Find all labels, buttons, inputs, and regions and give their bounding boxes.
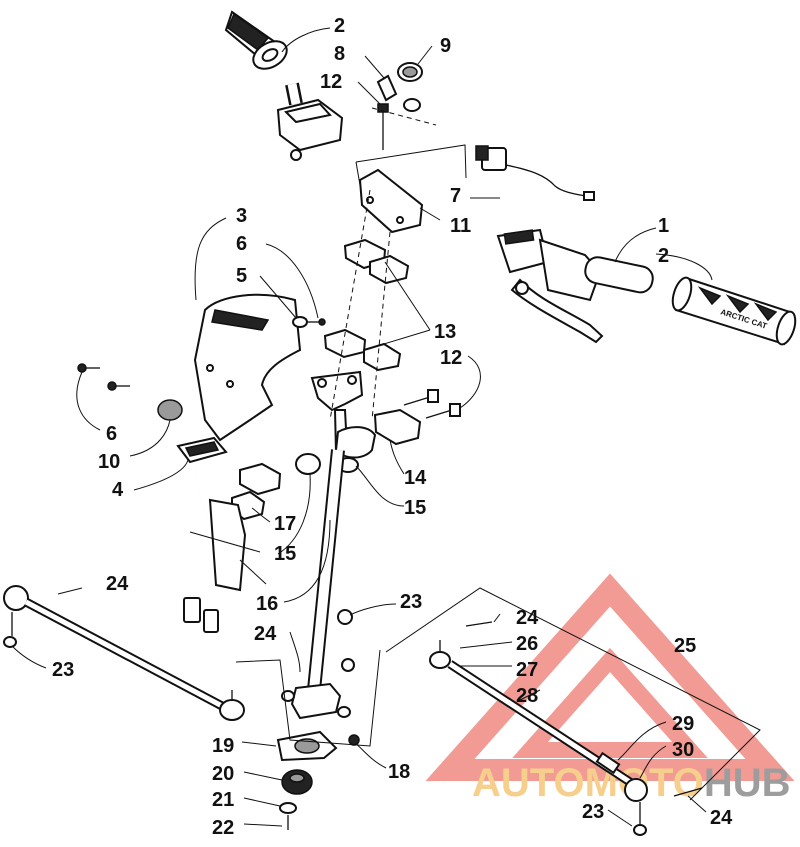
mount-bracket bbox=[358, 168, 424, 234]
upper-clamp-blocks bbox=[323, 238, 410, 372]
callout-21: 21 bbox=[212, 789, 234, 811]
handlebar-cover bbox=[193, 293, 302, 442]
callout-14: 14 bbox=[404, 467, 427, 489]
cover-screw bbox=[292, 316, 326, 328]
end-cap bbox=[397, 62, 423, 112]
callout-10: 10 bbox=[98, 451, 120, 473]
watermark-triangle-inner bbox=[512, 647, 708, 758]
left-tie-rod bbox=[3, 585, 245, 721]
callout-29: 29 bbox=[672, 713, 694, 735]
callout-12-top: 12 bbox=[320, 71, 342, 93]
callout-9: 9 bbox=[440, 35, 451, 57]
steering-clamp bbox=[334, 408, 422, 459]
callout-16: 16 bbox=[256, 593, 278, 615]
callout-24-right-bottom: 24 bbox=[710, 807, 733, 829]
callout-3: 3 bbox=[236, 205, 247, 227]
callout-15-left: 15 bbox=[274, 543, 296, 565]
callout-6-left: 6 bbox=[106, 423, 117, 445]
watermark-text-automoto: AUTOMOTOHUB bbox=[472, 761, 791, 805]
callout-24-right-top: 24 bbox=[516, 607, 539, 629]
callout-23-left: 23 bbox=[52, 659, 74, 681]
callout-20: 20 bbox=[212, 763, 234, 785]
callout-25: 25 bbox=[674, 635, 696, 657]
callout-13: 13 bbox=[434, 321, 456, 343]
callout-2-right: 2 bbox=[658, 245, 669, 267]
callout-19: 19 bbox=[212, 735, 234, 757]
callout-24-left: 24 bbox=[106, 573, 129, 595]
callout-6-upper: 6 bbox=[236, 233, 247, 255]
callout-7: 7 bbox=[450, 185, 461, 207]
right-grip: ARCTIC CAT bbox=[671, 276, 797, 346]
watermark-part1: AUTOMOTO bbox=[472, 761, 704, 805]
leader-lines bbox=[189, 107, 761, 801]
watermark-part2: HUB bbox=[704, 761, 791, 805]
callout-30: 30 bbox=[672, 739, 694, 761]
callout-1: 1 bbox=[658, 215, 669, 237]
steering-post bbox=[307, 449, 345, 691]
callout-5: 5 bbox=[236, 265, 247, 287]
callout-2-top: 2 bbox=[334, 15, 345, 37]
right-tie-rod bbox=[429, 621, 703, 836]
callout-26: 26 bbox=[516, 633, 538, 655]
callout-15-right: 15 bbox=[404, 497, 426, 519]
steering-arm bbox=[276, 609, 360, 830]
decal bbox=[157, 399, 183, 421]
top-bolts bbox=[376, 74, 398, 150]
callout-4: 4 bbox=[112, 479, 124, 501]
left-grip bbox=[224, 10, 288, 70]
callout-18: 18 bbox=[388, 761, 410, 783]
callout-22: 22 bbox=[212, 817, 234, 839]
callout-23-right: 23 bbox=[582, 801, 604, 823]
callout-27: 27 bbox=[516, 659, 538, 681]
callout-24-center: 24 bbox=[254, 623, 277, 645]
callout-17: 17 bbox=[274, 513, 296, 535]
handlebar-switch bbox=[475, 145, 595, 201]
callout-12-right: 12 bbox=[440, 347, 462, 369]
callout-28: 28 bbox=[516, 685, 538, 707]
callout-23-center: 23 bbox=[400, 591, 422, 613]
left-screws bbox=[77, 363, 130, 391]
wiring-harness bbox=[176, 436, 247, 633]
callout-labels: 2 8 9 12 7 11 3 6 5 1 2 13 12 6 10 4 14 … bbox=[52, 15, 733, 839]
brake-lever-assembly bbox=[496, 228, 654, 344]
callout-leaders bbox=[11, 27, 713, 827]
callout-11: 11 bbox=[450, 215, 471, 237]
callout-8: 8 bbox=[334, 43, 345, 65]
clamp-bolts bbox=[403, 389, 461, 419]
left-control-housing bbox=[276, 98, 344, 161]
